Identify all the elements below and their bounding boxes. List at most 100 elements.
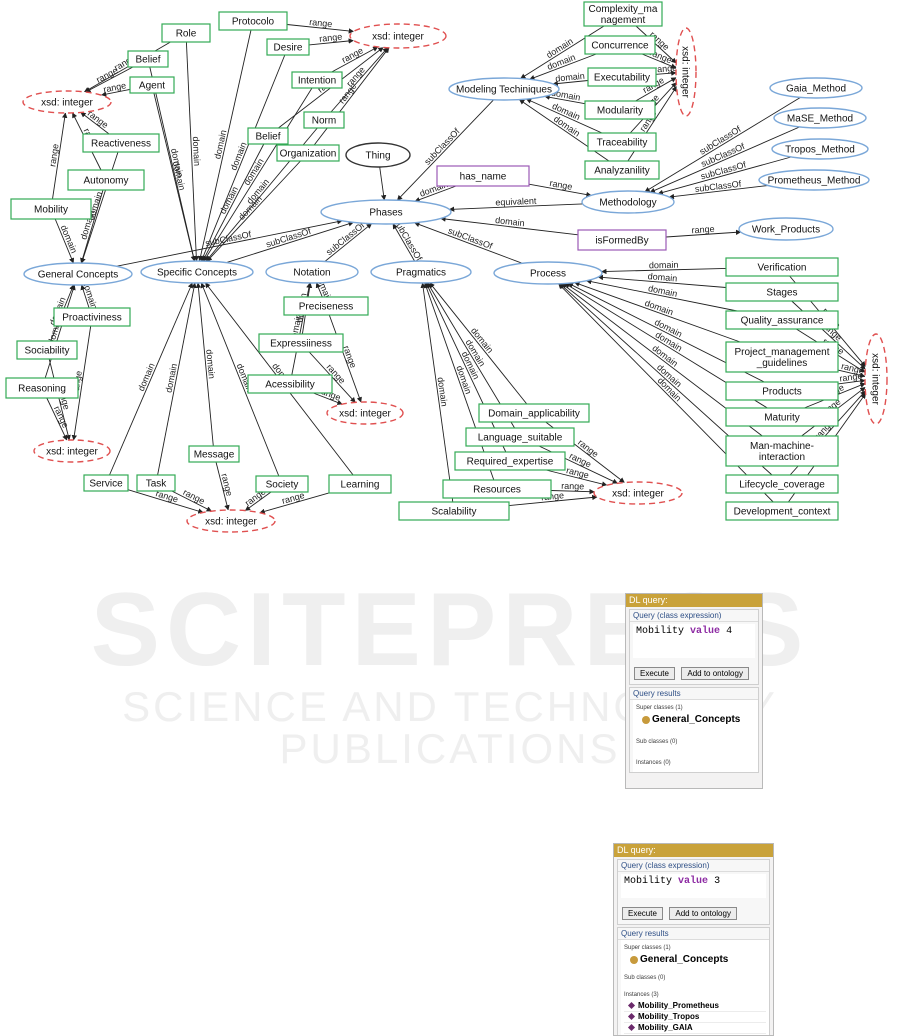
edge-label-domain: domain — [495, 215, 526, 228]
super-classes-label: Super classes (1) — [636, 705, 683, 711]
edge-p_mobility-xsd_left — [52, 112, 68, 200]
instance-item[interactable]: Mobility_Prometheus — [624, 1001, 766, 1012]
edge-p_scalability-pragmatics — [420, 282, 454, 503]
node-p-agent: Agent — [129, 76, 175, 94]
node-prometheus-method: Prometheus_Method — [758, 169, 870, 191]
class-icon — [642, 716, 650, 724]
svg-text:Products: Products — [762, 387, 801, 398]
query-subject: Mobility — [624, 876, 673, 887]
node-a-has-name: has_name — [436, 165, 530, 187]
edge-p_reasoning-xsd_gc — [46, 397, 68, 441]
execute-button[interactable]: Execute — [622, 907, 663, 920]
node-modeling-techniques: Modeling Techiniques — [448, 77, 560, 101]
edge-p_complexity-xsd_mt — [635, 25, 677, 64]
add-to-ontology-button[interactable]: Add to ontology — [681, 667, 749, 680]
node-p-belief-a: Belief — [127, 50, 169, 68]
edge-p_agent-xsd_left — [100, 88, 131, 97]
edge-label-equivalent: equivalent — [495, 196, 537, 208]
edge-p_desire-specific_concepts — [200, 54, 286, 262]
node-xsd-gc: xsd: integer — [33, 439, 111, 463]
query-keyword: value — [678, 876, 709, 887]
node-p-role: Role — [161, 23, 211, 43]
edge-label-range: range — [102, 80, 127, 94]
svg-text:Learning: Learning — [341, 480, 380, 491]
instances-label: Instances (3) — [624, 992, 659, 998]
edge-p_service-xsd_sc — [127, 489, 204, 514]
edge-label-range: range — [839, 371, 863, 384]
result-class-item[interactable]: General_Concepts — [624, 954, 766, 967]
query-input[interactable]: Mobility value 3 — [621, 874, 766, 898]
svg-text:xsd: integer: xsd: integer — [339, 409, 391, 420]
svg-text:Service: Service — [89, 479, 123, 490]
edge-p_protocolo-xsd_top — [286, 24, 355, 34]
svg-text:Desire: Desire — [274, 43, 303, 54]
edge-mase_method-methodology — [649, 126, 800, 193]
svg-text:Protocolo: Protocolo — [232, 17, 275, 28]
node-p-executability: Executability — [587, 67, 657, 87]
edge-prometheus_method-methodology — [668, 185, 768, 200]
instance-item[interactable]: Mobility_Tropos — [624, 1012, 766, 1023]
edge-label-range: range — [549, 178, 573, 192]
edge-p_belief_a-xsd_left — [85, 66, 134, 93]
edge-p_resources-xsd_prag — [550, 488, 595, 495]
sub-classes-label: Sub classes (0) — [636, 739, 678, 745]
edge-p_society-specific_concepts — [200, 282, 280, 477]
svg-text:Tropos_Method: Tropos_Method — [785, 145, 855, 156]
query-results-header: Query results — [630, 688, 758, 700]
edge-p_quality-process — [585, 279, 738, 312]
node-notation: Notation — [265, 260, 359, 284]
node-p-modularity: Modularity — [584, 100, 656, 120]
svg-text:Autonomy: Autonomy — [83, 176, 128, 187]
svg-text:Verification: Verification — [758, 263, 807, 274]
svg-text:Project_management: Project_management — [734, 347, 829, 358]
node-p-protocolo: Protocolo — [218, 11, 288, 31]
svg-text:Analyzanility: Analyzanility — [594, 166, 650, 177]
edge-label-domain: domain — [555, 71, 585, 84]
add-to-ontology-button[interactable]: Add to ontology — [669, 907, 737, 920]
svg-text:Norm: Norm — [312, 116, 336, 127]
edge-p_concurrence-modeling_techniques — [529, 53, 597, 81]
node-p-message: Message — [188, 445, 240, 463]
svg-text:xsd: integer: xsd: integer — [372, 32, 424, 43]
edge-modeling_techniques-phases — [396, 99, 494, 201]
svg-text:Domain_applicability: Domain_applicability — [488, 409, 580, 420]
svg-text:xsd: integer: xsd: integer — [46, 447, 98, 458]
edge-p_norm-xsd_top — [330, 47, 389, 113]
edge-label-range: range — [181, 487, 206, 506]
edge-label-range: range — [654, 63, 678, 75]
node-process: Process — [493, 261, 603, 285]
node-xsd-mt: xsd: integer — [675, 27, 697, 117]
query-value: 4 — [726, 626, 733, 637]
svg-text:Quality_assurance: Quality_assurance — [741, 316, 824, 327]
panel-title: DL query: — [626, 594, 762, 607]
svg-text:Modularity: Modularity — [597, 106, 643, 117]
node-p-accessibility: Acessibility — [247, 374, 333, 394]
edge-p_desire-xsd_top — [308, 38, 354, 46]
node-p-dev-context: Development_context — [725, 501, 839, 521]
svg-text:Modeling Techiniques: Modeling Techiniques — [456, 85, 552, 96]
edge-a_has_name-phases — [414, 185, 457, 203]
result-class-item[interactable]: General_Concepts — [636, 714, 755, 727]
edge-p_traceability-modeling_techniques — [525, 98, 603, 134]
instance-item[interactable]: Mobility_GAIA — [624, 1023, 766, 1034]
edge-p_task-xsd_sc — [171, 490, 212, 512]
query-input[interactable]: Mobility value 4 — [633, 624, 755, 658]
edge-a_has_name-methodology — [528, 183, 592, 198]
svg-text:Gaia_Method: Gaia_Method — [786, 84, 846, 95]
svg-text:xsd: integer: xsd: integer — [41, 98, 93, 109]
edge-p_service-specific_concepts — [109, 282, 193, 476]
svg-text:Task: Task — [146, 479, 168, 490]
svg-text:Message: Message — [194, 450, 235, 461]
svg-text:Maturity: Maturity — [764, 413, 800, 424]
node-p-belief-b: Belief — [247, 127, 289, 145]
node-xsd-not: xsd: integer — [326, 401, 404, 425]
edge-p_accessibility-xsd_not — [313, 392, 343, 405]
execute-button[interactable]: Execute — [634, 667, 675, 680]
query-expression-box: Query (class expression) Mobility value … — [617, 859, 770, 925]
edge-label-domain: domain — [647, 271, 677, 283]
node-p-project-mgmt: Project_management_guidelines — [725, 341, 839, 373]
node-p-complexity: Complexity_management — [583, 1, 663, 27]
svg-text:xsd: integer: xsd: integer — [205, 517, 257, 528]
node-p-products: Products — [725, 381, 839, 401]
edge-pragmatics-phases — [392, 223, 415, 262]
